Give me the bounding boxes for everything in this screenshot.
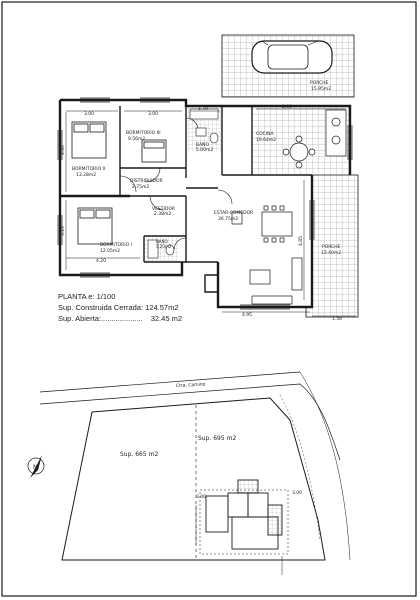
room-area: 2.75m2: [132, 184, 149, 190]
room-area: 36.75m2: [218, 216, 238, 222]
bathroom-fixtures: [147, 108, 219, 259]
room-name: COCINA: [256, 131, 275, 137]
living-furniture: [231, 205, 303, 305]
entry-bump: [204, 274, 218, 293]
closed-area-row: Sup. Construida Cerrada: 124.57m2: [58, 303, 179, 312]
dimension-label: 4.20: [96, 258, 106, 264]
contour-line: [279, 394, 321, 541]
room-area: 13.40m2: [321, 250, 341, 256]
dimension-label: 3.00: [196, 494, 206, 500]
room-area: 9.56m2: [128, 136, 145, 142]
room-area: 15.95m2: [311, 86, 331, 92]
plot-area-label: Sup. 695 m2: [198, 435, 236, 442]
room-name: BORMITORIO III: [126, 130, 161, 136]
dimension-label: 4.85: [298, 236, 304, 246]
dimension-label: 1.56: [332, 316, 342, 322]
kitchen-counter: [325, 109, 347, 157]
room-area: 5.00m2: [196, 147, 213, 153]
windows: [57, 97, 353, 310]
room-area: 12.05m2: [100, 248, 120, 254]
site-plan: Ctra. Camino Sup. 665 m2 Sup. 695 m2 3.0…: [27, 371, 351, 575]
car-icon: [251, 40, 333, 74]
room-name: BORMITORIO I: [100, 242, 132, 248]
dimension-label: 5.95: [282, 104, 292, 110]
room-name: PORCHE: [310, 80, 329, 86]
room-name: ESTAR-COMEDOR: [214, 210, 253, 216]
open-area-label: Sup. Abierta:....................: [58, 314, 143, 323]
contour-line: [299, 371, 351, 561]
open-area-row: Sup. Abierta:.................... 32.45 …: [58, 314, 182, 323]
dimension-label: 4.95: [242, 312, 252, 318]
room-area: 13.28m2: [76, 172, 96, 178]
svg-text:N: N: [33, 464, 38, 471]
room-name: DISTRIBUIDOR: [130, 178, 163, 184]
room-area: 5.20m2: [156, 244, 172, 249]
plot-area-label: Sup. 665 m2: [120, 451, 158, 458]
room-name: PORCHE: [322, 244, 341, 250]
plot-boundary: [61, 397, 326, 561]
dimension-label: 3.00: [84, 111, 94, 117]
room-name: BAÑO: [156, 239, 168, 244]
room-area: 2.38m2: [154, 211, 171, 217]
road-label: Ctra. Camino: [176, 381, 206, 389]
closed-area-value: 124.57m2: [145, 303, 179, 312]
house-footprint: [205, 479, 283, 550]
north-arrow-icon: N: [27, 455, 45, 478]
road-edge: [39, 383, 341, 461]
bed-icon: [71, 121, 167, 245]
floor-plan: PORCHE 15.95m2: [57, 34, 359, 322]
inner-walls: [119, 106, 312, 263]
dining-table-icon: [282, 135, 316, 169]
room-name: BAÑO: [196, 141, 210, 148]
dimension-lines: [65, 108, 356, 317]
closed-area-label: Sup. Construida Cerrada:: [58, 303, 144, 312]
dimension-label: 3.19: [60, 226, 66, 236]
porch-right-tiles: [305, 174, 359, 318]
dimension-label: 3.00: [292, 490, 302, 496]
dimension-label: 3.00: [148, 111, 158, 117]
room-area: 19.64m2: [256, 137, 276, 143]
dimension-label: 1.70: [198, 106, 208, 112]
room-name: BORMITORIO II: [72, 166, 105, 172]
room-name: VESTIDOR: [152, 206, 175, 212]
open-area-value: 32.45 m2: [150, 314, 182, 323]
scale-label: PLANTA e: 1/100: [58, 292, 116, 301]
dimension-label: 4.60: [60, 145, 66, 155]
road-edge: [39, 371, 301, 393]
